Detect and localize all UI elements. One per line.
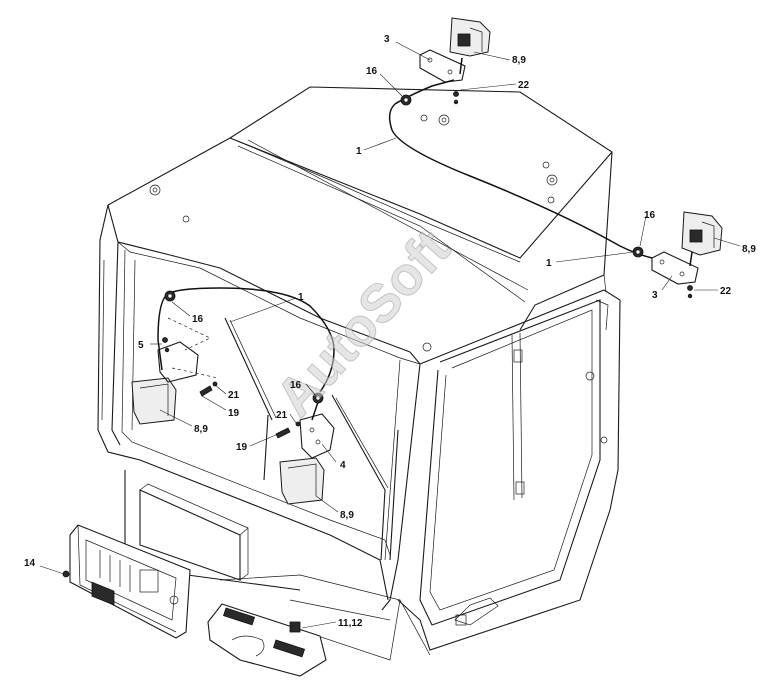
front-lamp-center [275,413,335,505]
callout-8-9-right: 8,9 [742,244,756,255]
callout-1-front: 1 [298,292,304,303]
cable-harness [157,57,693,421]
callout-8-9-front-left: 8,9 [194,424,208,435]
side-door [397,289,621,656]
bracket-center [299,413,335,459]
wiper-left [224,317,277,481]
roof-eye-bolts [149,114,558,352]
callout-16-top: 16 [366,66,378,77]
rear-lamp-right [651,211,723,299]
rear-lamp-top [419,17,491,105]
callout-16-front-center: 16 [290,380,302,391]
callout-22-right: 22 [720,286,732,297]
callout-11-12: 11,12 [338,618,363,629]
bracket-top [419,49,466,83]
leader-lines [39,41,741,629]
callout-19-left: 19 [228,408,240,419]
rocker-switch-cluster [207,603,327,677]
watermark: AutoSoft [264,218,461,428]
callout-22-top: 22 [518,80,530,91]
callout-3-right: 3 [652,290,658,301]
callout-1-right: 1 [546,258,552,269]
bracket-right [651,251,699,285]
callout-21-center: 21 [276,410,288,421]
callout-14: 14 [24,558,36,569]
front-windshield-frame [97,204,421,611]
callout-1-top: 1 [356,146,362,157]
wiper-center [331,394,399,561]
callout-19-center: 19 [236,442,248,453]
callout-21-left: 21 [228,390,240,401]
callout-labels: 3 8,9 16 22 1 16 1 8,9 3 22 1 16 5 21 19… [24,34,756,629]
callout-16-right: 16 [644,210,656,221]
callout-5: 5 [138,340,144,351]
callout-3-top: 3 [384,34,390,45]
callout-4: 4 [340,460,346,471]
cab-roof [107,86,613,365]
callout-8-9-front-center: 8,9 [340,510,354,521]
switch-panel [62,524,191,639]
front-lamp-left [131,337,218,425]
callout-8-9-top: 8,9 [512,55,526,66]
callout-16-front-left: 16 [192,314,204,325]
bracket-left [157,341,199,383]
